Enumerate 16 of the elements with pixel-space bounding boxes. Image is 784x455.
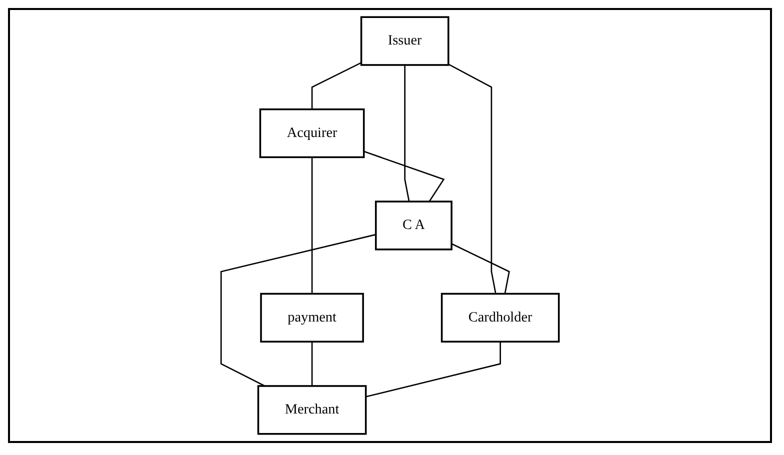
- connector: [311, 342, 313, 386]
- node-box: [360, 16, 450, 66]
- node-box: [375, 200, 452, 250]
- connector: [311, 62, 362, 110]
- diagram-frame: Issuer Acquirer C A payment Cardholder Merchant: [8, 8, 772, 443]
- connector: [448, 64, 496, 294]
- connector: [311, 157, 313, 294]
- node-box: [257, 385, 367, 435]
- connector: [404, 64, 410, 202]
- connector: [366, 342, 502, 398]
- node-box: [260, 292, 364, 343]
- connector: [364, 150, 445, 202]
- node-box: [440, 292, 560, 343]
- node-box: [259, 108, 365, 158]
- connector: [451, 243, 510, 294]
- connector: [220, 234, 376, 387]
